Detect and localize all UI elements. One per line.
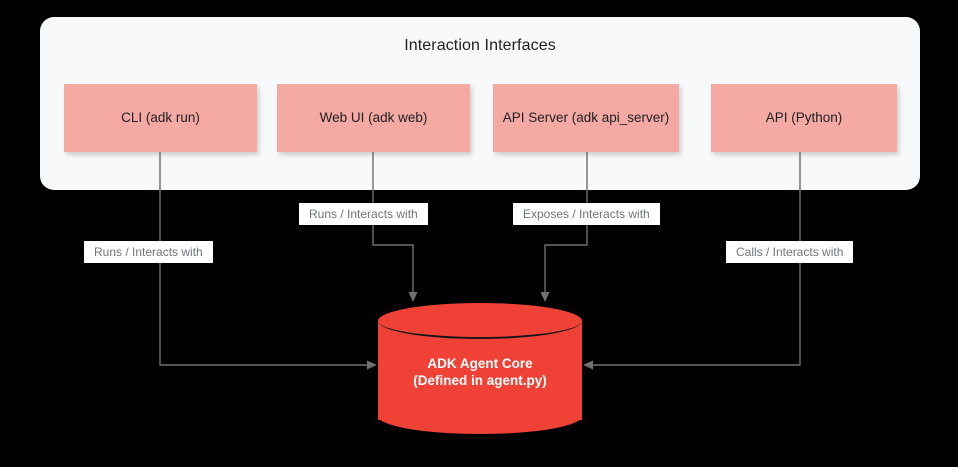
- interface-box-cli[interactable]: CLI (adk run): [64, 84, 257, 152]
- core-node-text: ADK Agent Core (Defined in agent.py): [378, 355, 582, 389]
- interface-box-api-server[interactable]: API Server (adk api_server): [493, 84, 679, 152]
- interface-label-api-server: API Server (adk api_server): [502, 109, 670, 125]
- core-node-subtitle: (Defined in agent.py): [413, 373, 547, 388]
- edge-label-apiserver-to-core: Exposes / Interacts with: [513, 203, 660, 225]
- edge-label-apipython-to-core: Calls / Interacts with: [726, 241, 854, 263]
- cylinder-top-ellipse: [378, 303, 582, 339]
- core-node-title: ADK Agent Core: [427, 356, 533, 371]
- interface-label-api-python: API (Python): [765, 109, 843, 125]
- panel-title: Interaction Interfaces: [404, 37, 556, 54]
- interface-label-cli: CLI (adk run): [121, 109, 200, 125]
- edge-label-cli-to-core: Runs / Interacts with: [84, 241, 213, 263]
- interface-label-web-ui: Web UI (adk web): [319, 109, 428, 125]
- interface-box-web-ui[interactable]: Web UI (adk web): [277, 84, 470, 152]
- adk-agent-core-node[interactable]: ADK Agent Core (Defined in agent.py): [378, 303, 582, 437]
- interface-box-api-python[interactable]: API (Python): [711, 84, 897, 152]
- edge-label-webui-to-core: Runs / Interacts with: [299, 203, 428, 225]
